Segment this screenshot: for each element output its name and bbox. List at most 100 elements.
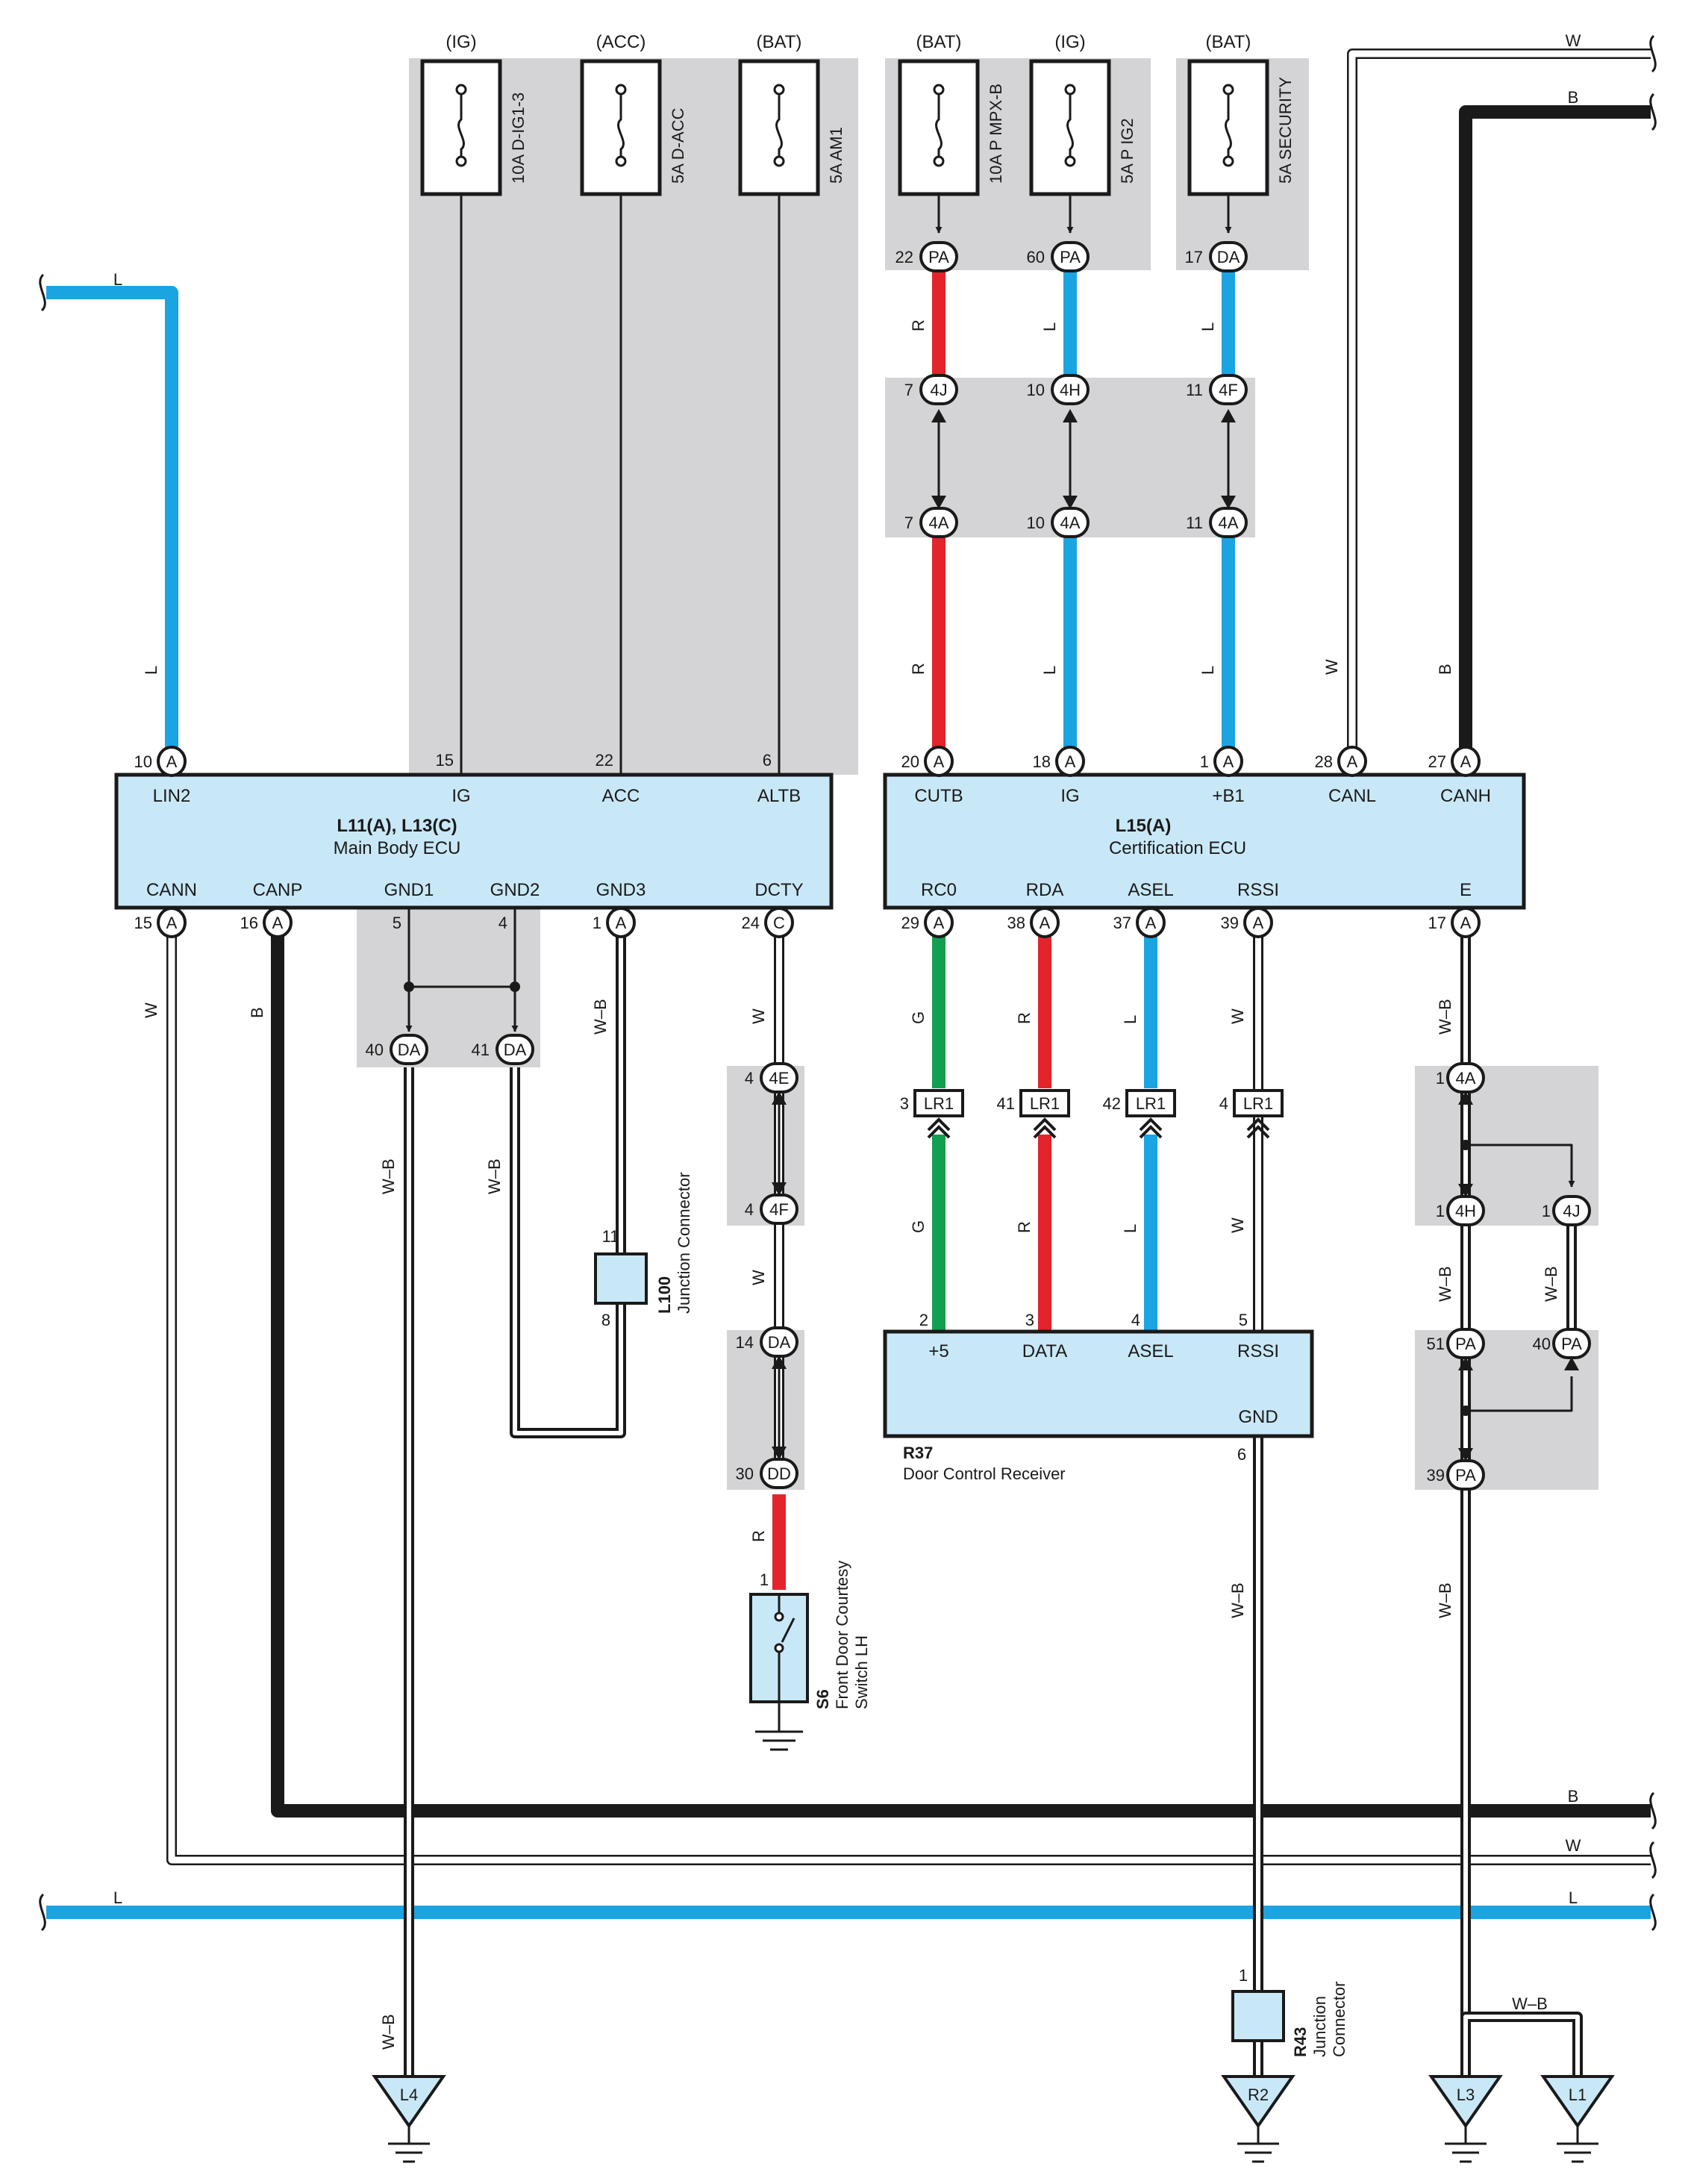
lr1-connector: LR1 (1233, 1089, 1284, 1117)
fuse-3: (BAT)5A AM1 (738, 32, 846, 196)
wire-canp-b (271, 936, 1651, 1818)
e-path-connector: 4A (1446, 1062, 1485, 1093)
label-r-rda-lower: R (1015, 1221, 1034, 1233)
main-ecu-bottom-label: GND3 (596, 880, 646, 900)
fuse-terminal-bottom (615, 155, 627, 167)
dcty-connector: DD (760, 1458, 798, 1489)
label-wb-4j: W–B (1542, 1266, 1560, 1302)
arrow-icon (1458, 1184, 1473, 1197)
fuse-output-connector: PA (1051, 241, 1090, 272)
jb-bottom-pin: 7 (904, 514, 913, 532)
label-l-lin2: L (142, 666, 160, 675)
svg-text:A: A (166, 914, 178, 932)
jb-top-pin: 10 (1027, 381, 1045, 399)
fuse-2: (ACC)5A D-ACC (580, 32, 687, 196)
label-b-canp-right: B (1568, 1787, 1579, 1806)
splice-dot (1460, 1405, 1471, 1416)
wire-canh-b (1459, 105, 1651, 748)
svg-text:DA: DA (398, 1040, 421, 1059)
svg-text:4F: 4F (769, 1200, 789, 1219)
l100-pin-top: 11 (602, 1227, 619, 1246)
cert-ecu-bottom-pin: 17 (1428, 914, 1446, 932)
label-wb-l1: W–B (1512, 1994, 1548, 2013)
label-wb-l4: W–B (379, 2014, 398, 2050)
label-r-rda-upper: R (1015, 1012, 1034, 1024)
svg-text:DA: DA (768, 1333, 791, 1352)
label-r-cutb-upper: R (909, 319, 928, 331)
ground-icon (1428, 2075, 1503, 2129)
cert-ecu-name: Certification ECU (1109, 838, 1246, 858)
ground-R2: R2 (1221, 2075, 1295, 2163)
receiver-pin: 5 (1239, 1311, 1248, 1329)
s6-ref: S6 (813, 1689, 832, 1709)
main-ecu-top-connector: A (157, 746, 187, 777)
cert-ecu-bottom-connector: A (1030, 907, 1060, 938)
jb-top-connector: 4H (1051, 374, 1090, 405)
jb-top-pin: 11 (1186, 381, 1203, 399)
fuse-output-connector: PA (919, 241, 958, 272)
fuse-5: (IG)5A P IG2 (1029, 32, 1137, 196)
main-ecu-top-label: IG (451, 786, 470, 806)
wire-e-4j-branch (1466, 1144, 1575, 1188)
label-r-cutb-lower: R (909, 663, 928, 675)
svg-text:PA: PA (1455, 1466, 1476, 1485)
fuse-terminal-top (933, 84, 945, 96)
label-wb-e-upper: W–B (1436, 999, 1454, 1035)
svg-text:A: A (166, 752, 178, 771)
main-ecu-bottom-connector: C (764, 907, 794, 938)
receiver-pin: 4 (1131, 1311, 1140, 1329)
label-b-canp: B (248, 1007, 266, 1018)
cert-ecu-bottom-connector: A (1136, 907, 1166, 938)
chevron-up-icon (1246, 1117, 1270, 1139)
svg-text:4A: 4A (929, 514, 949, 532)
label-l-b1-lower: L (1198, 666, 1217, 675)
jb-bottom-connector: 4A (919, 507, 958, 538)
fuse-label: 5A P IG2 (1118, 118, 1137, 184)
lr1-pin: 4 (1219, 1094, 1228, 1113)
e-path-pin: 39 (1427, 1466, 1445, 1485)
label-l-lin2-top: L (113, 270, 122, 289)
cert-ecu-bottom-label: E (1460, 880, 1472, 900)
svg-text:A: A (1460, 752, 1472, 771)
fuse-icon (1066, 90, 1074, 160)
cert-ecu-top-connector: A (1451, 746, 1481, 777)
svg-text:A: A (1145, 914, 1157, 932)
dcty-pin: 4 (745, 1069, 754, 1088)
e-path-pin: 51 (1427, 1335, 1445, 1353)
dcty-pin: 4 (745, 1200, 754, 1219)
wire-canl-w (1347, 49, 1651, 748)
fuse-terminal-top (455, 84, 467, 96)
ground-L4: L4 (372, 2075, 446, 2163)
main-ecu-top-label: ALTB (757, 786, 801, 806)
dcty-connector: 4E (760, 1062, 798, 1093)
fuse-1: (IG)10A D-IG1-3 (420, 32, 528, 196)
fuse-6: (BAT)5A SECURITY (1187, 32, 1295, 196)
arrow-up (1221, 409, 1236, 422)
receiver-ref: R37 (903, 1444, 933, 1462)
svg-text:L1: L1 (1569, 2085, 1587, 2104)
svg-text:PA: PA (928, 248, 949, 266)
arrow-icon (1564, 1357, 1579, 1370)
svg-text:PA: PA (1455, 1335, 1476, 1353)
wire-cann-w-fill (168, 936, 1651, 1864)
fuse-source: (BAT) (1206, 32, 1251, 52)
cert-ecu-bottom-pin: 39 (1221, 914, 1239, 932)
splice-dot (510, 982, 520, 992)
label-w-cann-right: W (1566, 1836, 1581, 1855)
svg-text:4A: 4A (1456, 1069, 1476, 1088)
r43-box (1231, 1990, 1285, 2042)
label-r-dcty: R (749, 1530, 768, 1542)
r43-ref: R43 (1291, 2027, 1310, 2057)
fuse-terminal-top (1064, 84, 1076, 96)
s6-switch-symbol (755, 1594, 803, 1751)
fuse-terminal-bottom (1064, 155, 1076, 167)
wire-canl-w-fill (1348, 50, 1651, 748)
l100-pin-bottom: 8 (601, 1311, 610, 1329)
svg-text:LR1: LR1 (1243, 1094, 1273, 1113)
door-control-receiver-box (883, 1329, 1314, 1438)
chevron-up-icon (1033, 1117, 1057, 1139)
gnd-da-pin: 40 (366, 1040, 384, 1059)
label-wb-da41: W–B (485, 1158, 504, 1194)
svg-text:A: A (272, 914, 284, 932)
